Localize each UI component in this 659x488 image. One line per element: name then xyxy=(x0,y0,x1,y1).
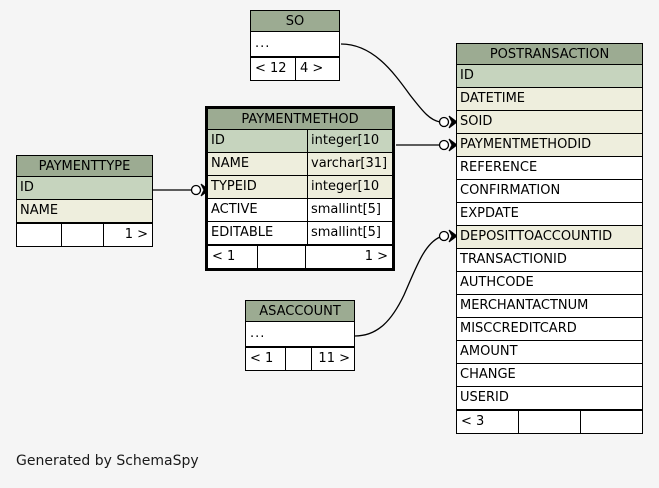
column-name: ID xyxy=(20,180,34,195)
table-postransaction-title: POSTRANSACTION xyxy=(457,44,642,65)
table-paymenttype[interactable]: PAYMENTTYPE ID NAME 1 > xyxy=(16,155,153,247)
table-paymenttype-footer: 1 > xyxy=(17,223,152,246)
table-asaccount-collapsed-row: ... xyxy=(246,322,354,347)
column-name: SOID xyxy=(460,114,493,129)
table-so-footer-cell-0: < 12 xyxy=(251,58,296,80)
table-paymenttype-footer-cell-2: 1 > xyxy=(124,227,148,242)
table-row[interactable]: CONFIRMATION xyxy=(457,180,642,203)
table-row[interactable]: SOID xyxy=(457,111,642,134)
table-paymentmethod[interactable]: PAYMENTMETHOD ID integer[10 NAME varchar… xyxy=(205,106,395,271)
table-paymenttype-footer-cell-0 xyxy=(17,224,62,246)
table-postransaction-footer: < 3 xyxy=(457,410,642,433)
table-row[interactable]: NAME xyxy=(17,200,152,223)
column-name: NAME xyxy=(211,156,250,171)
column-type: smallint[5] xyxy=(307,222,392,244)
edge-endpoint-circle-paymentmethodid xyxy=(438,139,450,151)
column-name: DEPOSITTOACCOUNTID xyxy=(460,229,613,244)
table-paymenttype-footer-cell-1 xyxy=(62,224,104,246)
table-postransaction[interactable]: POSTRANSACTION ID DATETIME SOID PAYMENTM… xyxy=(456,43,643,434)
table-row[interactable]: MERCHANTACTNUM xyxy=(457,295,642,318)
edge-endpoint-circle-deposittoaccountid xyxy=(438,230,450,242)
column-name: EXPDATE xyxy=(460,206,519,221)
column-name: ID xyxy=(211,133,225,148)
table-paymentmethod-footer-cell-0: < 1 xyxy=(208,246,258,268)
table-row[interactable]: DEPOSITTOACCOUNTID xyxy=(457,226,642,249)
table-paymentmethod-footer-cell-2: 1 > xyxy=(364,249,388,264)
column-type: integer[10 xyxy=(307,130,392,152)
table-row[interactable]: MISCCREDITCARD xyxy=(457,318,642,341)
table-asaccount-footer-cell-1 xyxy=(286,348,312,370)
column-name: TYPEID xyxy=(211,179,257,194)
table-row[interactable]: USERID xyxy=(457,387,642,410)
table-paymenttype-title: PAYMENTTYPE xyxy=(17,156,152,177)
column-name: CONFIRMATION xyxy=(460,183,561,198)
table-postransaction-footer-cell-2 xyxy=(581,411,642,433)
column-name: DATETIME xyxy=(460,91,526,106)
table-row[interactable]: EXPDATE xyxy=(457,203,642,226)
table-paymentmethod-footer: < 1 1 > xyxy=(208,245,392,268)
column-name: AUTHCODE xyxy=(460,275,534,290)
table-row[interactable]: ID xyxy=(17,177,152,200)
table-asaccount[interactable]: ASACCOUNT ... < 1 11 > xyxy=(245,300,355,371)
table-so-collapsed-row: ... xyxy=(251,32,339,57)
table-so-ellipsis: ... xyxy=(255,36,271,51)
table-so-title: SO xyxy=(251,11,339,32)
table-row[interactable]: TRANSACTIONID xyxy=(457,249,642,272)
table-paymentmethod-footer-cell-1 xyxy=(258,246,306,268)
column-name: MISCCREDITCARD xyxy=(460,321,577,336)
table-row[interactable]: NAME varchar[31] xyxy=(208,153,392,176)
table-postransaction-footer-cell-0: < 3 xyxy=(457,411,519,433)
table-row[interactable]: ID xyxy=(457,65,642,88)
column-name: CHANGE xyxy=(460,367,516,382)
table-asaccount-ellipsis: ... xyxy=(250,326,266,341)
table-row[interactable]: AUTHCODE xyxy=(457,272,642,295)
column-name: USERID xyxy=(460,390,509,405)
table-asaccount-footer-cell-2: 11 > xyxy=(318,351,350,366)
column-name: AMOUNT xyxy=(460,344,518,359)
table-so[interactable]: SO ... < 12 4 > xyxy=(250,10,340,81)
table-row[interactable]: AMOUNT xyxy=(457,341,642,364)
table-row[interactable]: PAYMENTMETHODID xyxy=(457,134,642,157)
table-so-footer-cell-1: 4 > xyxy=(300,61,324,76)
table-paymentmethod-title: PAYMENTMETHOD xyxy=(208,109,392,130)
table-row[interactable]: ACTIVE smallint[5] xyxy=(208,199,392,222)
table-row[interactable]: REFERENCE xyxy=(457,157,642,180)
table-asaccount-footer-cell-0: < 1 xyxy=(246,348,286,370)
table-row[interactable]: CHANGE xyxy=(457,364,642,387)
table-row[interactable]: DATETIME xyxy=(457,88,642,111)
column-name: PAYMENTMETHODID xyxy=(460,137,592,152)
table-postransaction-footer-cell-1 xyxy=(519,411,581,433)
column-name: ID xyxy=(460,68,474,83)
table-so-footer: < 12 4 > xyxy=(251,57,339,80)
column-name: EDITABLE xyxy=(211,225,274,240)
table-row[interactable]: ID integer[10 xyxy=(208,130,392,153)
column-type: integer[10 xyxy=(307,176,392,198)
column-name: NAME xyxy=(20,203,59,218)
generated-by-note: Generated by SchemaSpy xyxy=(16,453,199,469)
column-name: TRANSACTIONID xyxy=(460,252,567,267)
column-name: MERCHANTACTNUM xyxy=(460,298,589,313)
column-type: smallint[5] xyxy=(307,199,392,221)
table-row[interactable]: EDITABLE smallint[5] xyxy=(208,222,392,245)
table-asaccount-title: ASACCOUNT xyxy=(246,301,354,322)
column-type: varchar[31] xyxy=(307,153,392,175)
column-name: REFERENCE xyxy=(460,160,538,175)
edge-endpoint-circle-soid xyxy=(438,116,450,128)
table-row[interactable]: TYPEID integer[10 xyxy=(208,176,392,199)
edge-endpoint-circle-typeid xyxy=(190,184,202,196)
table-asaccount-footer: < 1 11 > xyxy=(246,347,354,370)
column-name: ACTIVE xyxy=(211,202,258,217)
